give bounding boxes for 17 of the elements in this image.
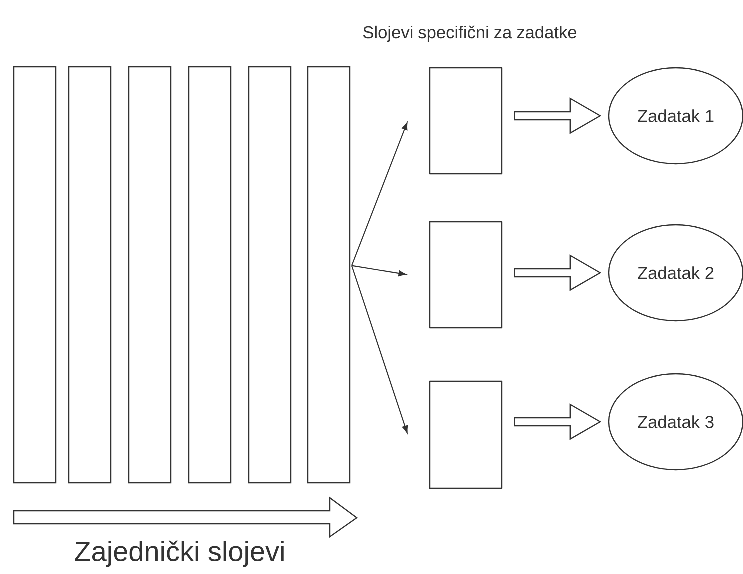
- layer-box: [429, 380, 503, 490]
- layer-bar: [248, 66, 292, 484]
- layer-bar: [68, 66, 112, 484]
- arrow: [352, 265, 406, 276]
- block-arrow: [514, 98, 602, 134]
- arrow: [351, 266, 408, 434]
- layer-bar: [307, 66, 351, 484]
- block-arrow: [514, 404, 602, 440]
- arrow: [351, 122, 408, 266]
- layer-bar: [13, 66, 57, 484]
- layer-box: [429, 67, 503, 175]
- block-arrow: [514, 254, 602, 292]
- layer-bar: [188, 66, 232, 484]
- caption: Zajednički slojevi: [75, 540, 284, 568]
- layer-box: [429, 221, 503, 329]
- layer-bar: [128, 66, 172, 484]
- heading: Slojevi specifični za zadatke: [363, 26, 577, 42]
